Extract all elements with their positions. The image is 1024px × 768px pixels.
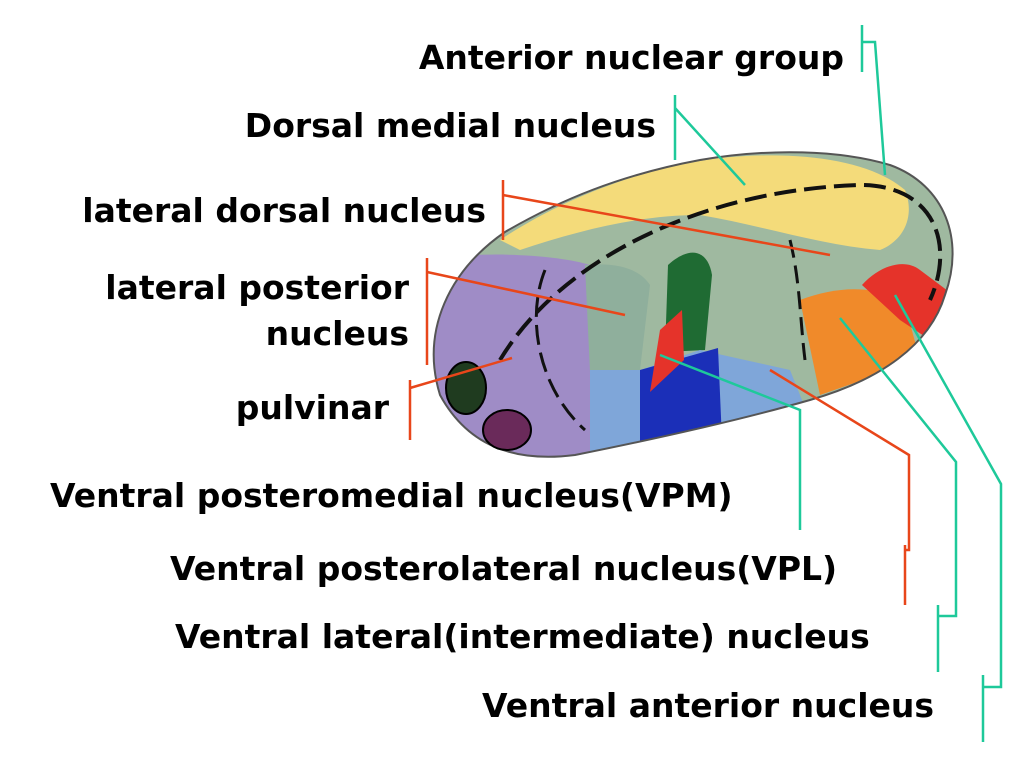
lateral-geniculate-knob: [482, 409, 532, 451]
label-dorsal-medial-nucleus: Dorsal medial nucleus: [244, 106, 656, 145]
label-pulvinar: pulvinar: [235, 388, 389, 427]
internal-medullary-lamina-line: [498, 182, 943, 362]
leader-lines: [408, 25, 1003, 742]
leader-ventral-anterior: [893, 294, 1003, 742]
thalamus-outline: [432, 151, 954, 458]
label-ventral-lateral: Ventral lateral(intermediate) nucleus: [175, 617, 870, 656]
leader-vpl: [769, 368, 911, 605]
leader-pulvinar: [408, 356, 513, 440]
leader-anterior-nuclear-group: [860, 25, 887, 176]
anterior-nuclear-group-region: [500, 155, 909, 250]
leader-ventral-lateral: [839, 317, 958, 672]
label-lateral-posterior-line1: lateral posterior: [105, 268, 409, 307]
leader-lateral-dorsal-nucleus: [501, 180, 831, 257]
lateral-boundary-line: [788, 239, 807, 361]
label-vpl: Ventral posterolateral nucleus(VPL): [170, 549, 838, 588]
posterior-boundary-line: [534, 269, 586, 432]
leader-lateral-posterior-nucleus: [425, 258, 626, 365]
label-lateral-dorsal-nucleus: lateral dorsal nucleus: [82, 191, 486, 230]
posterior-pole-knobs: [445, 361, 532, 451]
label-ventral-anterior: Ventral anterior nucleus: [482, 686, 935, 725]
red-strip-region: [650, 310, 684, 392]
label-anterior-nuclear-group: Anterior nuclear group: [418, 38, 844, 77]
label-vpm: Ventral posteromedial nucleus(VPM): [50, 476, 733, 515]
label-lateral-posterior-line2: nucleus: [265, 314, 409, 353]
medial-geniculate-knob: [445, 361, 487, 415]
lateral-posterior-region: [585, 264, 650, 372]
leader-vpm: [659, 353, 802, 530]
leader-dorsal-medial-nucleus: [673, 95, 746, 186]
